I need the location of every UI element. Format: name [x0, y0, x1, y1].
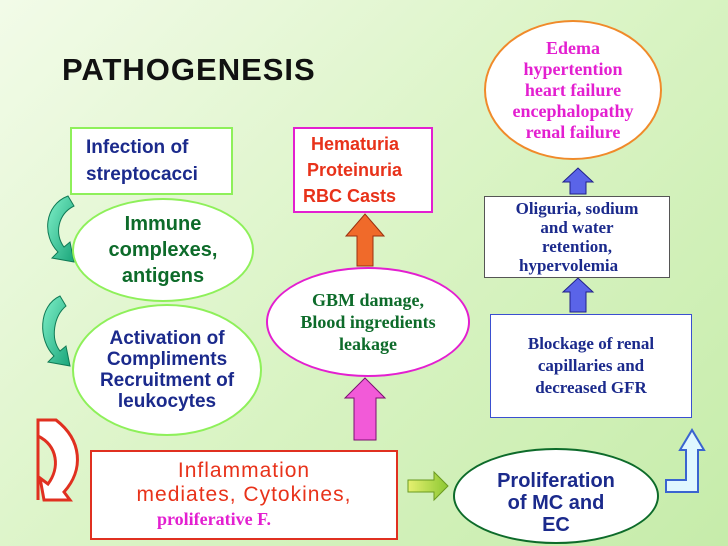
- immune-line1: Immune: [124, 213, 202, 235]
- proliferation-line3: EC: [542, 514, 570, 536]
- immune-line2: complexes,: [108, 239, 218, 261]
- oliguria-line3: retention,: [541, 237, 613, 256]
- inflammation-box: Inflammation mediates, Cytokines, prolif…: [90, 450, 398, 540]
- edema-line3: heart failure: [524, 79, 622, 100]
- hematuria-line2: Proteinuria: [307, 160, 403, 180]
- oliguria-box: Oliguria, sodium and water retention, hy…: [484, 196, 670, 278]
- curved-arrow-icon: [36, 418, 79, 502]
- infection-box: Infection of streptocacci: [70, 127, 233, 195]
- proliferation-ellipse: Proliferation of MC and EC: [453, 448, 659, 544]
- blockage-line1: Blockage of renal: [527, 334, 655, 353]
- page-title: PATHOGENESIS: [62, 52, 316, 87]
- proliferation-line1: Proliferation: [497, 470, 615, 492]
- up-arrow-icon: [561, 277, 595, 313]
- blockage-line3: decreased GFR: [535, 378, 647, 397]
- immune-ellipse: Immune complexes, antigens: [72, 198, 254, 302]
- right-arrow-icon: [407, 470, 449, 502]
- up-arrow-icon: [561, 167, 595, 195]
- activation-line4: leukocytes: [117, 391, 217, 412]
- hematuria-line3: RBC Casts: [303, 186, 397, 206]
- activation-line1: Activation of: [109, 328, 225, 349]
- curved-arrow-icon: [47, 195, 75, 263]
- hematuria-line1: Hematuria: [311, 134, 400, 154]
- oliguria-line2: and water: [540, 218, 614, 237]
- infection-line1: Infection of: [86, 137, 189, 158]
- blockage-line2: capillaries and: [537, 356, 645, 375]
- edema-ellipse: Edema hypertention heart failure encepha…: [484, 20, 662, 160]
- inflammation-line3: proliferative F.: [157, 509, 271, 529]
- activation-line3: Recruitment of: [99, 370, 235, 391]
- edema-line5: renal failure: [525, 121, 621, 142]
- gbm-line2: Blood ingredients: [300, 312, 436, 332]
- infection-line2: streptocacci: [86, 164, 198, 185]
- step-arrow-icon: [665, 428, 706, 493]
- edema-line1: Edema: [546, 37, 600, 58]
- inflammation-line1: Inflammation: [177, 459, 311, 482]
- oliguria-line1: Oliguria, sodium: [515, 199, 639, 218]
- hematuria-box: Hematuria Proteinuria RBC Casts: [293, 127, 433, 213]
- blockage-box: Blockage of renal capillaries and decrea…: [490, 314, 692, 418]
- proliferation-line2: of MC and: [507, 492, 605, 514]
- gbm-line3: leakage: [339, 334, 397, 354]
- curved-arrow-icon: [42, 295, 71, 367]
- inflammation-line2: mediates, Cytokines,: [136, 483, 352, 506]
- edema-line4: encephalopathy: [512, 100, 634, 121]
- activation-ellipse: Activation of Compliments Recruitment of…: [72, 304, 262, 436]
- activation-line2: Compliments: [106, 349, 228, 370]
- up-arrow-icon: [344, 213, 386, 267]
- up-arrow-icon: [343, 377, 387, 441]
- gbm-ellipse: GBM damage, Blood ingredients leakage: [266, 267, 470, 377]
- gbm-line1: GBM damage,: [312, 290, 424, 310]
- oliguria-line4: hypervolemia: [519, 256, 619, 275]
- immune-line3: antigens: [121, 265, 205, 287]
- edema-line2: hypertention: [523, 58, 623, 79]
